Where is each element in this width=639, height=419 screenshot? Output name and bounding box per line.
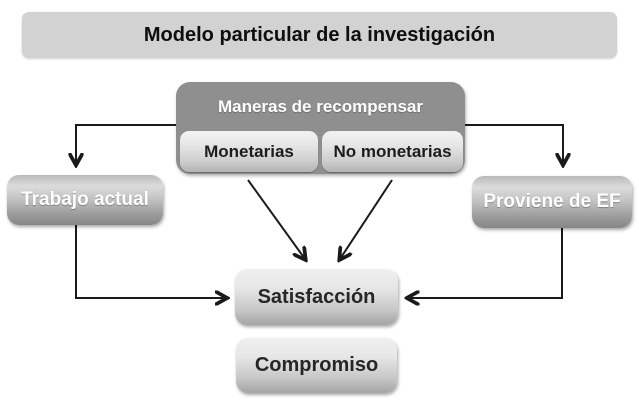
node-trabajo-actual-label: Trabajo actual — [21, 189, 149, 210]
node-compromiso: Compromiso — [236, 338, 397, 393]
arrow-proviene-to-satisfaccion — [408, 228, 563, 298]
node-no-monetarias-label: No monetarias — [333, 141, 452, 161]
diagram-title: Modelo particular de la investigación — [143, 23, 496, 46]
arrow-maneras-to-proviene — [465, 124, 563, 164]
arrow-trabajo-to-satisfaccion — [75, 225, 226, 298]
node-maneras-label: Maneras de recompensar — [217, 97, 424, 116]
node-monetarias-label: Monetarias — [204, 141, 294, 161]
diagram-title-box: Modelo particular de la investigación — [22, 12, 617, 58]
node-proviene-de-ef: Proviene de EF — [472, 176, 632, 228]
node-monetarias: Monetarias — [180, 131, 318, 172]
node-compromiso-label: Compromiso — [254, 354, 379, 376]
node-satisfaccion: Satisfacción — [235, 269, 398, 325]
arrow-monetarias-to-satisfaccion — [247, 179, 305, 259]
node-proviene-de-ef-label: Proviene de EF — [483, 191, 621, 212]
node-trabajo-actual: Trabajo actual — [7, 175, 163, 225]
arrow-no-monetarias-to-satisfaccion — [340, 179, 393, 259]
arrow-maneras-to-trabajo — [76, 124, 176, 164]
node-no-monetarias: No monetarias — [322, 131, 463, 172]
node-satisfaccion-label: Satisfacción — [257, 285, 376, 308]
